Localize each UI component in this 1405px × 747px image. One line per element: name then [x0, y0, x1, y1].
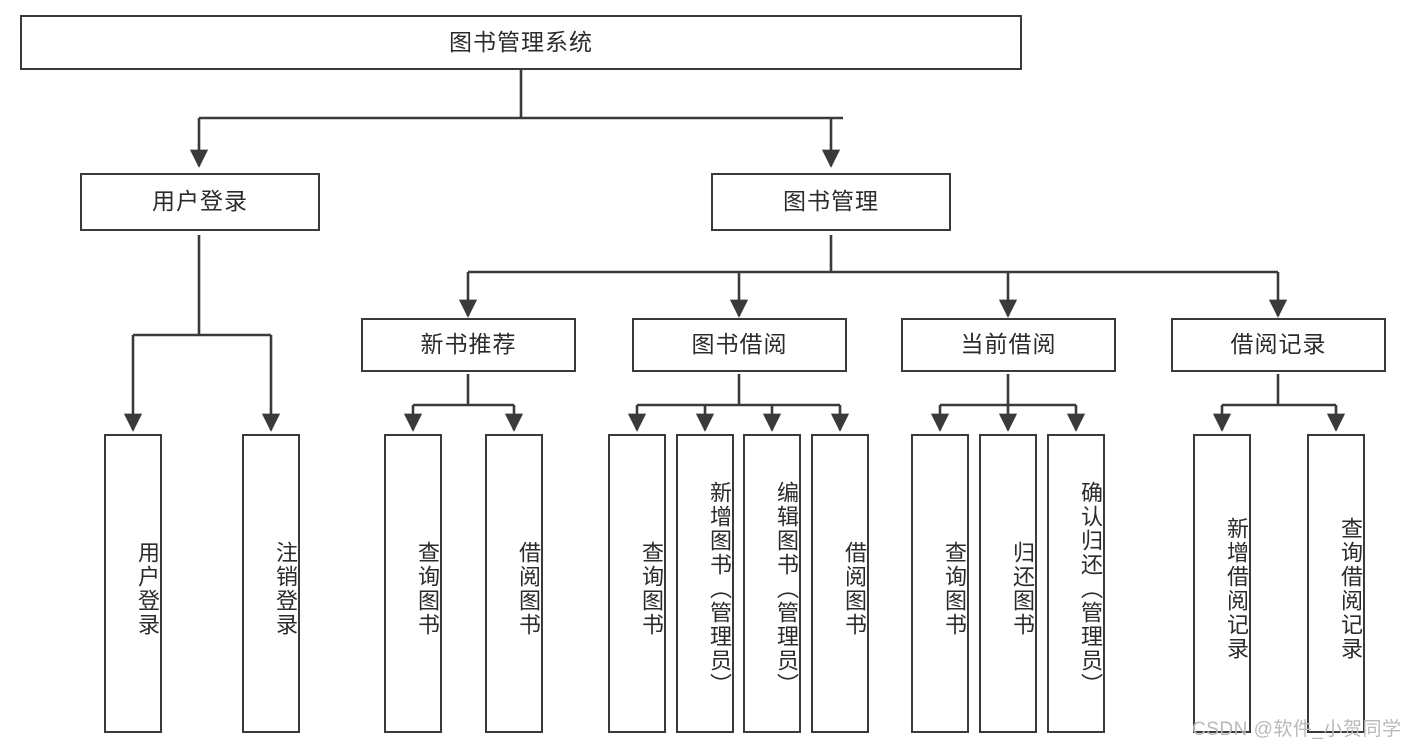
node-leaf-confirm-return-label: 确认归还（管理员）: [1078, 480, 1103, 697]
node-leaf-query-book-3[interactable]: 查询图书: [911, 434, 969, 733]
node-leaf-borrow-book-2[interactable]: 借阅图书: [811, 434, 869, 733]
node-leaf-user-login[interactable]: 用户登录: [104, 434, 162, 733]
node-current-borrow-label: 当前借阅: [960, 331, 1057, 358]
node-leaf-query-record-label: 查询借阅记录: [1338, 516, 1363, 661]
node-new-book-recommend[interactable]: 新书推荐: [361, 318, 576, 372]
node-leaf-user-login-label: 用户登录: [135, 540, 160, 637]
node-leaf-confirm-return[interactable]: 确认归还（管理员）: [1047, 434, 1105, 733]
node-leaf-logout-label: 注销登录: [273, 540, 298, 637]
node-leaf-query-book-2[interactable]: 查询图书: [608, 434, 666, 733]
node-leaf-borrow-book-1[interactable]: 借阅图书: [485, 434, 543, 733]
watermark-text: CSDN @软件_小贺同学: [1192, 719, 1402, 740]
node-leaf-query-book-3-label: 查询图书: [942, 540, 967, 637]
node-leaf-return-book[interactable]: 归还图书: [979, 434, 1037, 733]
node-leaf-add-record-label: 新增借阅记录: [1224, 516, 1249, 661]
node-borrow-record-label: 借阅记录: [1230, 331, 1327, 358]
node-new-book-recommend-label: 新书推荐: [420, 331, 517, 358]
node-leaf-return-book-label: 归还图书: [1010, 540, 1035, 637]
node-leaf-borrow-book-2-label: 借阅图书: [842, 540, 867, 637]
node-book-management[interactable]: 图书管理: [711, 173, 951, 231]
node-leaf-add-book[interactable]: 新增图书（管理员）: [676, 434, 734, 733]
node-user-login-label: 用户登录: [152, 188, 248, 215]
node-leaf-add-record[interactable]: 新增借阅记录: [1193, 434, 1251, 733]
node-leaf-borrow-book-1-label: 借阅图书: [516, 540, 541, 637]
node-leaf-logout[interactable]: 注销登录: [242, 434, 300, 733]
node-book-borrow-label: 图书借阅: [691, 331, 788, 358]
node-root[interactable]: 图书管理系统: [20, 15, 1022, 70]
node-book-management-label: 图书管理: [783, 188, 879, 215]
node-leaf-query-book-1[interactable]: 查询图书: [384, 434, 442, 733]
node-leaf-edit-book-label: 编辑图书（管理员）: [774, 480, 799, 697]
node-user-login[interactable]: 用户登录: [80, 173, 320, 231]
node-leaf-add-book-label: 新增图书（管理员）: [707, 480, 732, 697]
node-borrow-record[interactable]: 借阅记录: [1171, 318, 1386, 372]
node-leaf-query-book-1-label: 查询图书: [415, 540, 440, 637]
watermark: CSDN @软件_小贺同学: [1192, 714, 1401, 741]
node-root-label: 图书管理系统: [449, 28, 593, 55]
node-book-borrow[interactable]: 图书借阅: [632, 318, 847, 372]
node-leaf-edit-book[interactable]: 编辑图书（管理员）: [743, 434, 801, 733]
node-leaf-query-book-2-label: 查询图书: [639, 540, 664, 637]
node-leaf-query-record[interactable]: 查询借阅记录: [1307, 434, 1365, 733]
node-current-borrow[interactable]: 当前借阅: [901, 318, 1116, 372]
